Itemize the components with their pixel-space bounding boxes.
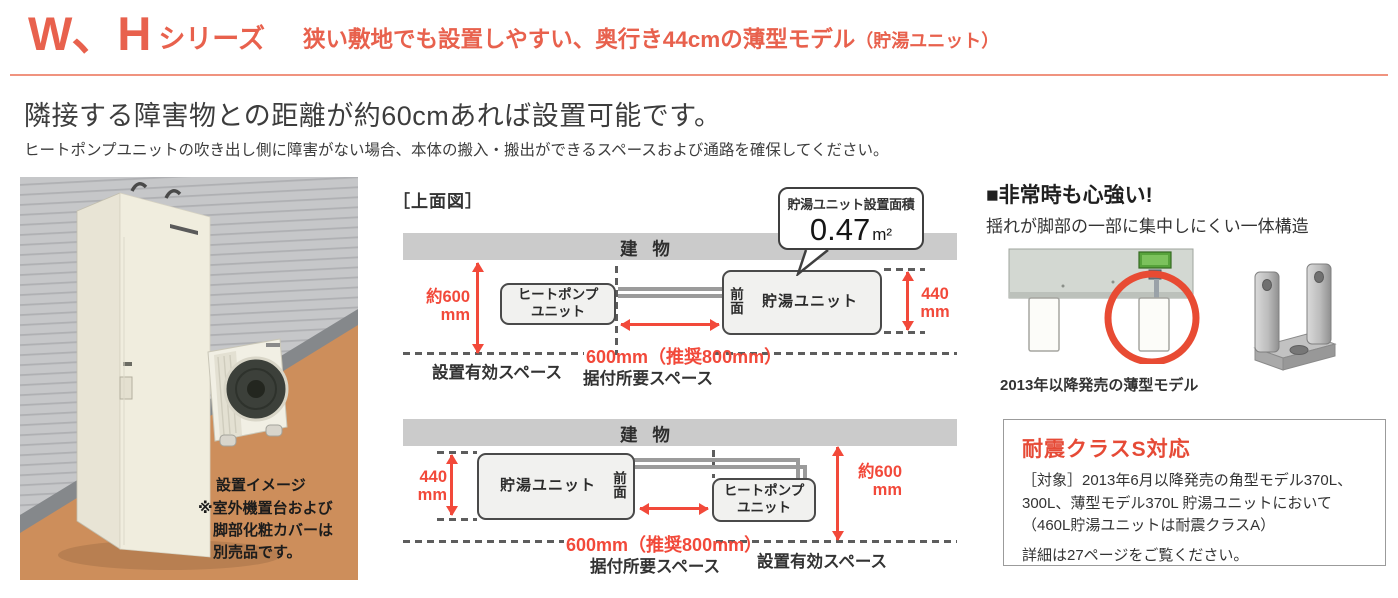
intro-heading: 隣接する障害物との距離が約60cmあれば設置可能です。 [24,101,722,131]
seismic-title: 耐震クラスS対応 [1022,438,1191,461]
building-label-top: 建 物 [620,239,675,259]
dim-arrow-depth-top [906,272,909,330]
building-label-bottom: 建 物 [620,425,675,445]
depth-dash-bottom-left-a [437,451,477,454]
footprint-callout-label: 貯湯ユニット設置面積 [787,197,915,212]
boundary-dash-vertical-bottom [712,450,715,478]
leg-structure-illustration [1008,248,1200,366]
space-dash-bottom-right [716,540,957,543]
bracket-illustration [1253,263,1337,371]
space-effective-label-top: 設置有効スペース [432,364,563,382]
callout-tail [796,249,829,276]
installation-photo-illustration [20,177,358,580]
building-band-bottom [403,419,957,446]
heat-pump-unit-label: ヒートポンプ ユニット [517,287,599,319]
space-dash-bottom-left [403,540,564,543]
dim-arrow-depth-bottom [450,455,453,515]
intro-note: ヒートポンプユニットの吹き出し側に障害がない場合、本体の搬入・搬出ができるスペー… [24,142,889,159]
quake-heading: ■非常時も心強い! [986,184,1153,207]
depth-dash-top-right-b [884,331,925,334]
pipe [803,465,807,481]
footprint-value: 0.47 [809,212,871,247]
seismic-body: ［対象］2013年6月以降発売の角型モデル370L、 300L、薄型モデル370… [1022,472,1353,534]
dim-arrow-side-top [476,263,479,353]
dim-required-bottom: 600mm（推奨800mm） [566,535,763,555]
dim-label-side-top: 約600 mm [425,288,470,324]
pipe [633,458,800,462]
tank-unit-label: 貯湯ユニット [761,293,858,311]
space-required-label-bottom: 据付所要スペース [590,558,721,576]
footprint-unit: m² [872,225,893,244]
footprint-callout: 貯湯ユニット設置面積 0.47 m² [778,187,924,250]
unit-shadow [58,540,282,570]
tank-unit-label: 貯湯ユニット [499,477,596,495]
seismic-class-box: 耐震クラスS対応 ［対象］2013年6月以降発売の角型モデル370L、 300L… [1003,419,1386,566]
highlight-circle [1104,270,1200,366]
space-dash-top-left [403,352,584,355]
tank-unit-box-bottom: 貯湯ユニット 前面 [477,453,635,520]
depth-dash-top-right-a [884,268,925,271]
space-dash-top-right [714,352,957,355]
space-required-label-top: 据付所要スペース [583,370,714,388]
photo-caption-title: 設置イメージ [216,477,306,494]
page-header: W、H シリーズ 狭い敷地でも設置しやすい、奥行き44cmの薄型モデル （貯湯ユ… [28,10,999,57]
boundary-dash-vertical-top [615,266,618,355]
tank-unit-illustration [76,182,211,558]
heat-pump-unit-box-top: ヒートポンプ ユニット [500,283,616,325]
model-caption: 2013年以降発売の薄型モデル [1000,377,1199,394]
front-face-label: 前面 [613,470,627,501]
pipe [618,287,722,291]
space-effective-label-bottom: 設置有効スペース [757,553,888,571]
dim-arrow-required-bottom [640,507,708,510]
pipe [796,458,800,480]
tank-unit-box-top: 前面 貯湯ユニット [722,270,882,335]
leg-structure-image [1003,246,1201,369]
dim-label-depth-top: 440 mm [920,285,950,321]
quake-subheading: 揺れが脚部の一部に集中しにくい一体構造 [986,217,1309,236]
dim-required-top: 600mm（推奨800mm） [586,347,783,367]
series-title: W、H [28,7,151,60]
dim-arrow-required-top [621,323,719,326]
series-suffix: シリーズ [158,24,265,54]
seismic-detail: 詳細は27ページをご覧ください。 [1022,546,1249,564]
bracket-image [1243,242,1348,392]
header-divider [10,74,1388,76]
outdoor-unit-illustration [207,338,289,447]
pipe [618,294,722,298]
header-tagline: 狭い敷地でも設置しやすい、奥行き44cmの薄型モデル [302,26,856,52]
heat-pump-unit-box-bottom: ヒートポンプ ユニット [712,478,816,522]
front-face-label: 前面 [730,286,744,317]
footprint-callout-value: 0.47 m² [780,214,922,245]
dim-arrow-side-bottom [836,447,839,540]
photo-caption-note: ※室外機置台および 脚部化粧カバーは 別売品です。 [198,500,334,561]
header-tagline-note: （貯湯ユニット） [855,31,1000,51]
top-view-label: ［上面図］ [393,192,483,211]
heat-pump-unit-label: ヒートポンプ ユニット [723,483,805,515]
pipe [633,465,807,469]
dim-label-side-bottom: 約600 mm [857,463,902,499]
dim-label-depth-bottom: 440 mm [417,468,447,504]
depth-dash-bottom-left-b [437,518,477,521]
installation-photo: 設置イメージ ※室外機置台および 脚部化粧カバーは 別売品です。 [20,177,358,580]
